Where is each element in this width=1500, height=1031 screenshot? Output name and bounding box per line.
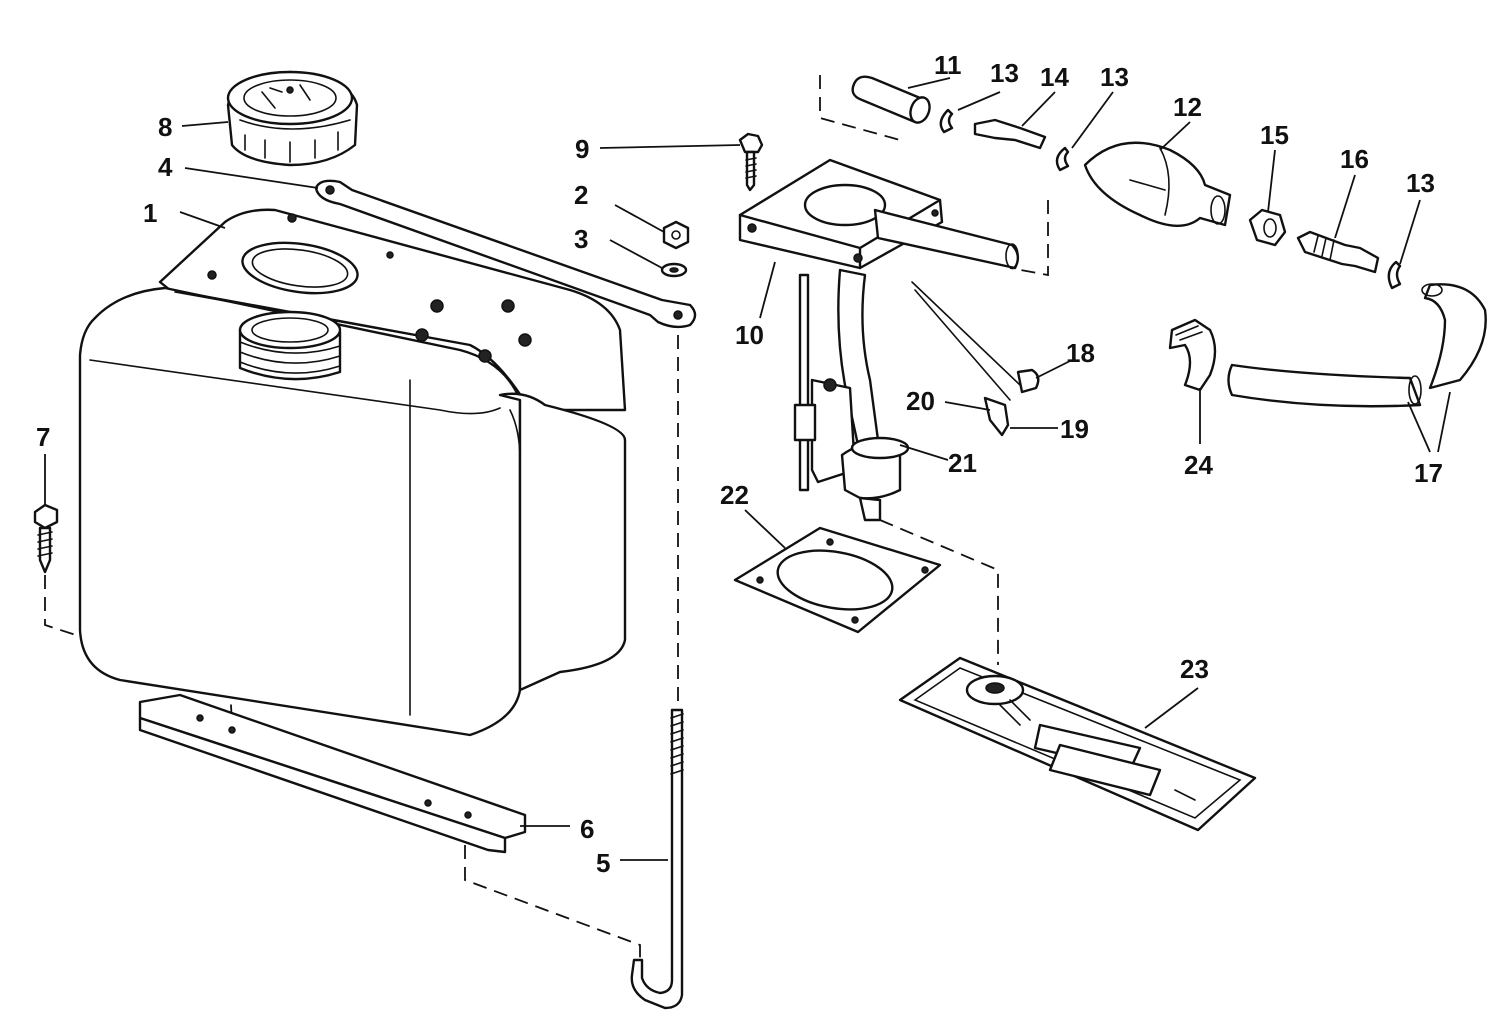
callout-9: 9: [575, 134, 589, 164]
hold-down-strap: [314, 179, 697, 329]
hose-clip: [1387, 260, 1402, 290]
washer: [660, 262, 688, 278]
gauge-plate: [898, 656, 1257, 832]
callout-13-b: 13: [1100, 62, 1129, 92]
callout-1: 1: [143, 198, 157, 228]
sleeve: [851, 75, 931, 124]
callout-8: 8: [158, 112, 172, 142]
mounting-bracket: [138, 693, 527, 854]
callout-20: 20: [906, 386, 935, 416]
pickup-assembly: [738, 158, 1021, 522]
callout-13-a: 13: [990, 58, 1019, 88]
fuel-cap: [226, 70, 359, 167]
gasket: [733, 526, 942, 634]
callout-10: 10: [735, 320, 764, 350]
sender-wires: [983, 368, 1040, 437]
callout-labels: 1 2 3 4 5 6 7 8 9 10 11 12 13 13 13 14 1…: [36, 50, 1443, 878]
callout-19: 19: [1060, 414, 1089, 444]
callout-21: 21: [948, 448, 977, 478]
callout-24: 24: [1184, 450, 1213, 480]
fuel-hose: [1227, 283, 1487, 408]
hose-clip: [939, 108, 954, 134]
callout-11: 11: [934, 50, 962, 80]
callout-4: 4: [158, 152, 173, 182]
callout-5: 5: [596, 848, 610, 878]
bolt: [738, 132, 764, 192]
nut: [662, 220, 690, 250]
assembly-dashed-lines: [44, 75, 1049, 960]
hose-clip: [1055, 146, 1070, 172]
callout-16: 16: [1340, 144, 1369, 174]
hose-clamp: [1168, 318, 1217, 392]
callout-17: 17: [1414, 458, 1443, 488]
callout-2: 2: [574, 180, 588, 210]
callout-23: 23: [1180, 654, 1209, 684]
callout-6: 6: [580, 814, 594, 844]
callout-22: 22: [720, 480, 749, 510]
coupling-nut: [1248, 208, 1287, 247]
callout-18: 18: [1066, 338, 1095, 368]
screw: [33, 503, 59, 574]
connector: [1296, 230, 1380, 274]
callout-12: 12: [1173, 92, 1202, 122]
j-bolt: [630, 708, 684, 1010]
leader-lines: [44, 77, 1451, 861]
callout-3: 3: [574, 224, 588, 254]
primer-bulb: [1083, 141, 1232, 228]
callout-15: 15: [1260, 120, 1289, 150]
callout-13-c: 13: [1406, 168, 1435, 198]
fitting: [973, 118, 1047, 150]
callout-7: 7: [36, 422, 50, 452]
callout-14: 14: [1040, 62, 1069, 92]
fuel-tank: [78, 208, 627, 737]
